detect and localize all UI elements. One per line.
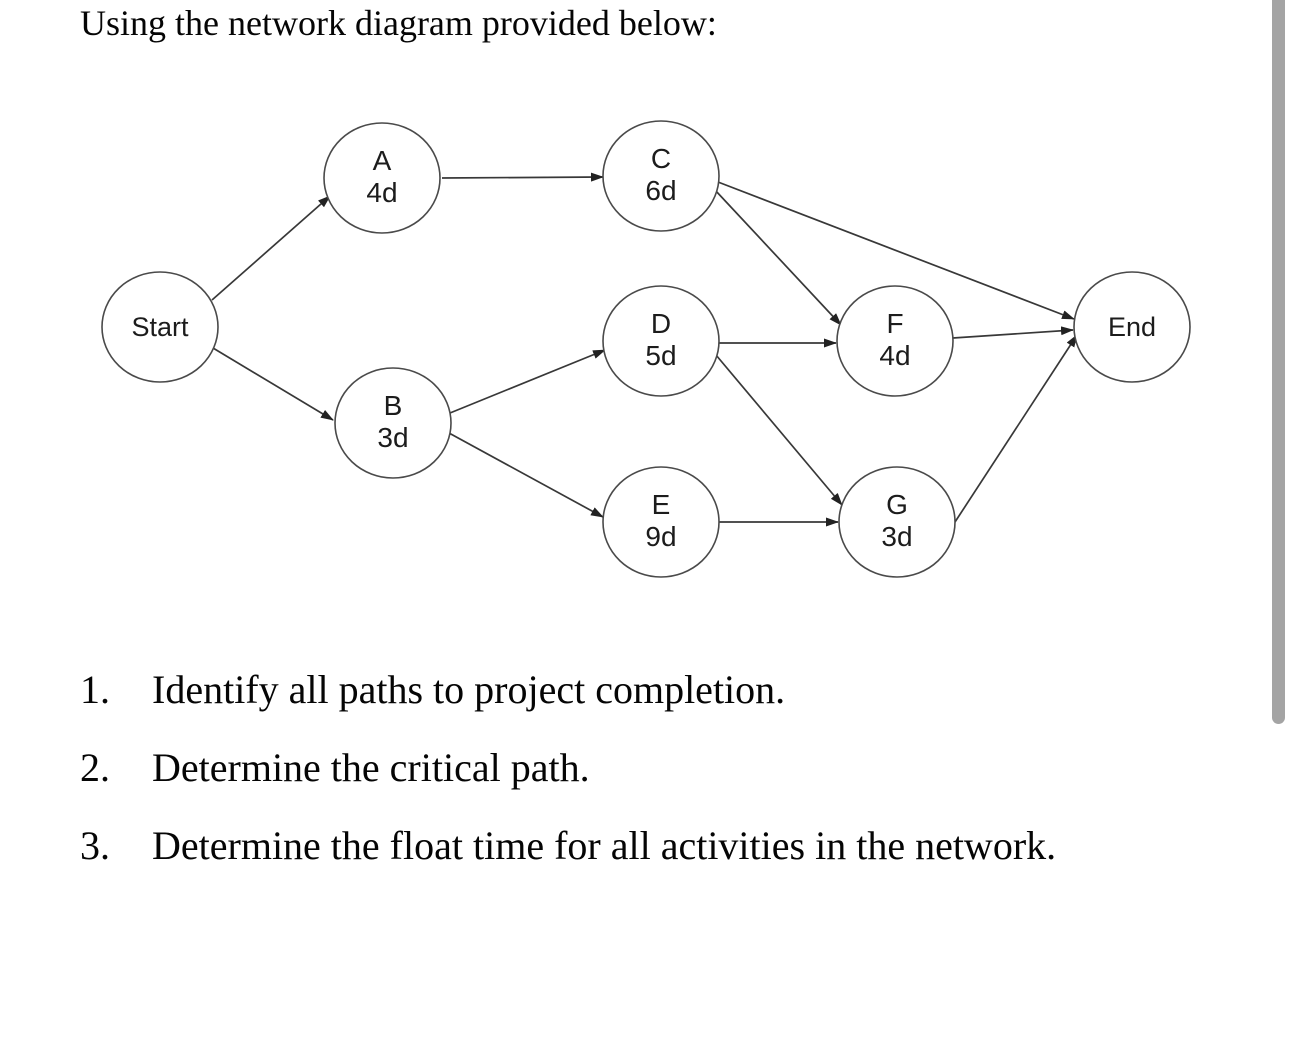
question-1: 1. Identify all paths to project completi… — [80, 666, 785, 714]
node-g-circle — [838, 466, 956, 578]
node-c-label: C — [651, 143, 671, 174]
question-1-number: 1. — [80, 667, 110, 712]
node-end-circle — [1073, 271, 1191, 383]
node-e-label: E — [652, 489, 671, 520]
question-2-text: Determine the critical path. — [152, 745, 590, 790]
edge-c-f — [714, 189, 842, 326]
edge-f-end — [952, 326, 1074, 339]
network-diagram: Start A 4d B 3d C 6d D 5d E 9d — [0, 100, 1260, 600]
node-end: End — [1073, 271, 1191, 383]
node-a-duration: 4d — [366, 177, 397, 208]
node-f-label: F — [886, 308, 903, 339]
edge-b-e — [448, 432, 604, 518]
node-d: D 5d — [602, 285, 720, 397]
node-start-circle — [101, 271, 219, 383]
node-b-label: B — [384, 390, 403, 421]
question-2: 2. Determine the critical path. — [80, 744, 590, 792]
node-g: G 3d — [838, 466, 956, 578]
node-b-duration: 3d — [377, 422, 408, 453]
node-e-circle — [602, 466, 720, 578]
node-g-duration: 3d — [881, 521, 912, 552]
question-3: 3. Determine the float time for all activ… — [80, 822, 1056, 870]
question-3-text: Determine the float time for all activit… — [152, 823, 1057, 868]
edge-d-g — [715, 354, 843, 506]
question-3-number: 3. — [80, 823, 110, 868]
node-f: F 4d — [836, 285, 954, 397]
node-e-duration: 9d — [645, 521, 676, 552]
node-c-duration: 6d — [645, 175, 676, 206]
node-start: Start — [101, 271, 219, 383]
node-f-circle — [836, 285, 954, 397]
edge-g-end — [954, 334, 1078, 523]
edge-start-a — [211, 195, 331, 301]
node-c: C 6d — [602, 120, 720, 232]
question-1-text: Identify all paths to project completion… — [152, 667, 786, 712]
node-f-duration: 4d — [879, 340, 910, 371]
node-d-label: D — [651, 308, 671, 339]
node-end-label: End — [1108, 312, 1156, 342]
node-g-label: G — [886, 489, 908, 520]
node-start-label: Start — [131, 312, 189, 342]
node-d-duration: 5d — [645, 340, 676, 371]
node-b: B 3d — [334, 367, 452, 479]
edge-b-d — [449, 349, 606, 414]
node-e: E 9d — [602, 466, 720, 578]
node-c-circle — [602, 120, 720, 232]
edge-a-c — [441, 172, 604, 182]
question-2-number: 2. — [80, 745, 110, 790]
node-a-label: A — [373, 145, 392, 176]
node-a: A 4d — [323, 122, 441, 234]
edge-start-b — [212, 347, 334, 421]
scrollbar-thumb[interactable] — [1272, 0, 1285, 724]
page-title: Using the network diagram provided below… — [80, 3, 717, 43]
node-d-circle — [602, 285, 720, 397]
node-b-circle — [334, 367, 452, 479]
edge-c-end — [717, 181, 1075, 320]
node-a-circle — [323, 122, 441, 234]
